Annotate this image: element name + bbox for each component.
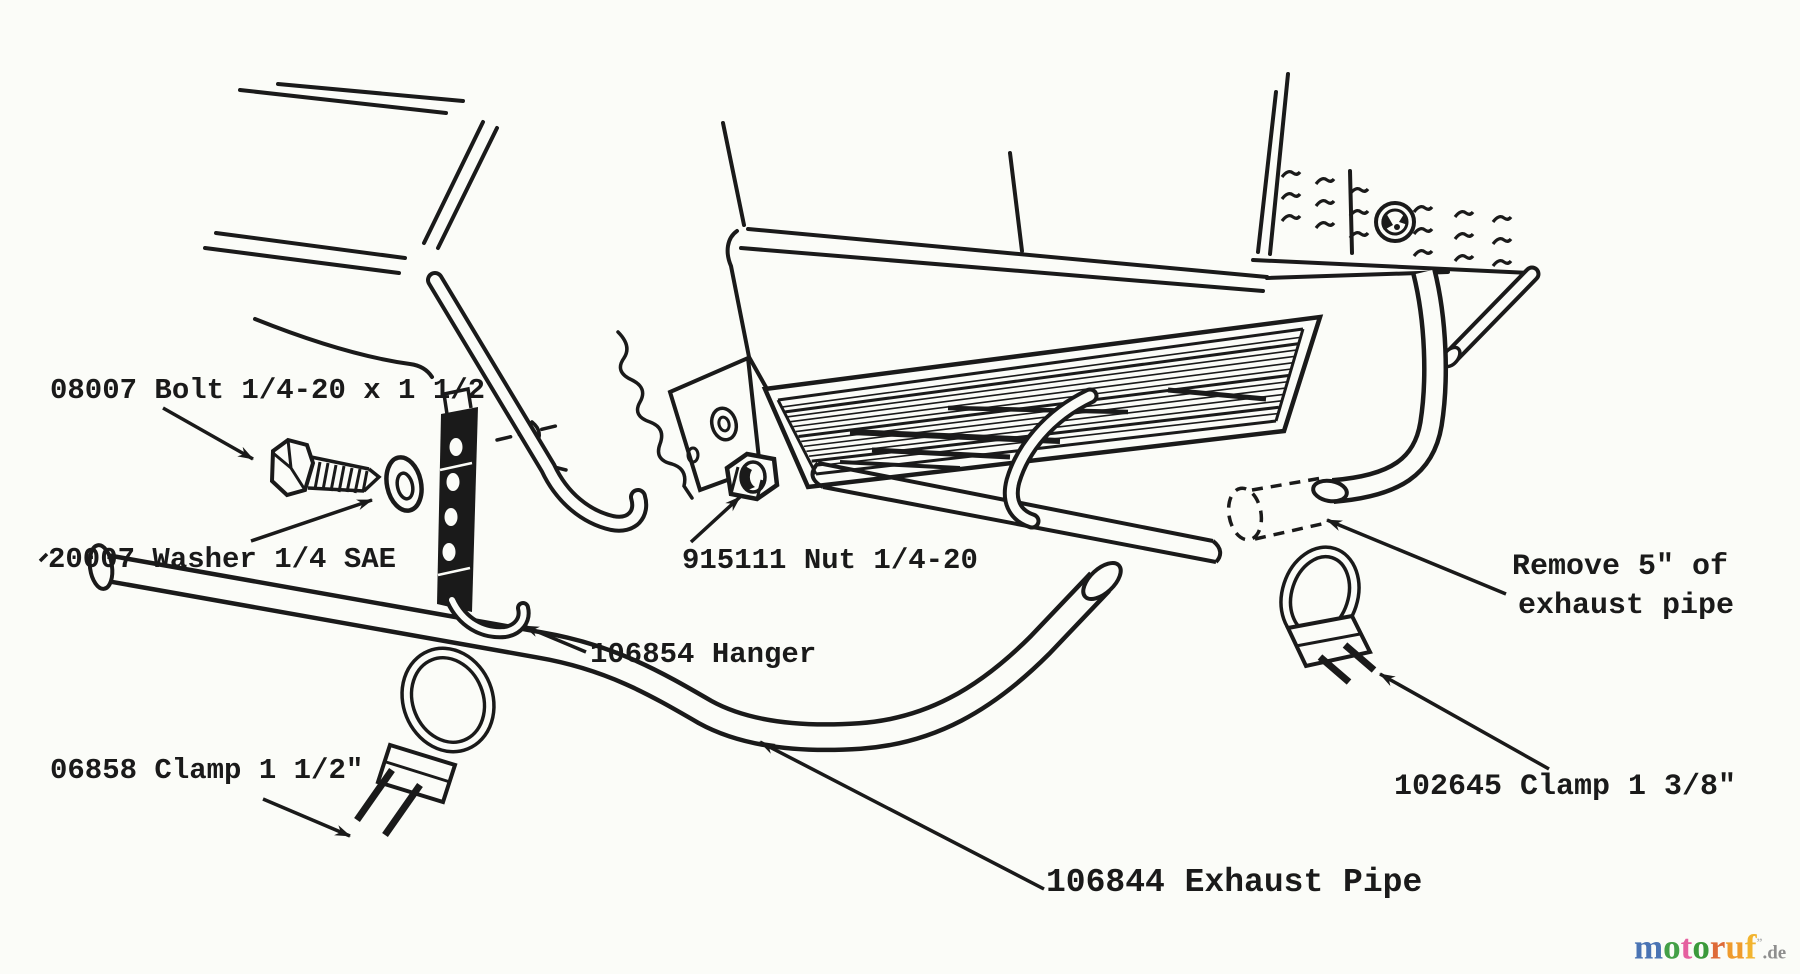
leader-hanger: [523, 624, 587, 654]
label-clamp-left: 06858 Clamp 1 1/2": [50, 754, 364, 787]
label-washer: 20007 Washer 1/4 SAE: [48, 543, 397, 576]
leader-bolt: [162, 406, 254, 461]
leader-clamp-left: [262, 797, 351, 838]
clamp-drawing-right: [1279, 545, 1377, 685]
brand-letter: o: [1692, 927, 1710, 967]
heat-shield-drawing: [667, 314, 1324, 564]
exhaust-pipe-drawing: [87, 543, 1123, 753]
brand-letter: t: [1680, 927, 1693, 967]
brand-wordmark: motoruf: [1634, 928, 1756, 967]
label-remove-note-line1: Remove 5" of: [1512, 550, 1729, 584]
nut-drawing: [724, 451, 780, 502]
logo-tick-mark: ”: [1756, 935, 1763, 949]
down-pipe-drawing: [1311, 268, 1449, 504]
label-bolt: 08007 Bolt 1/4-20 x 1 1/2: [50, 374, 486, 407]
fuel-cap-drawing: [1374, 201, 1416, 243]
label-clamp-right: 102645 Clamp 1 3/8": [1394, 770, 1737, 804]
label-exhaust-pipe: 106844 Exhaust Pipe: [1046, 864, 1423, 901]
frame-tube-drawing: [426, 271, 649, 533]
stray-mark: [38, 552, 49, 563]
logo-suffix: .de: [1762, 942, 1787, 964]
clamp-drawing-left: [354, 646, 496, 838]
washer-drawing: [384, 455, 424, 513]
motoruf-logo[interactable]: motoruf”.de: [1634, 922, 1786, 974]
leader-arrows: [38, 406, 1550, 891]
leader-remove-note: [1326, 518, 1507, 596]
removed-section-drawing: [1226, 476, 1327, 542]
brand-letter: r: [1709, 927, 1726, 967]
leader-exhaust-pipe: [759, 740, 1045, 891]
brand-letter: f: [1744, 927, 1757, 967]
tractor-frame-drawing: [203, 72, 1532, 500]
label-nut: 915111 Nut 1/4-20: [682, 544, 978, 577]
leader-nut: [689, 495, 742, 544]
upper-exhaust-stub-drawing: [1440, 265, 1541, 369]
brand-letter: u: [1725, 927, 1745, 967]
label-remove-note-line2: exhaust pipe: [1518, 589, 1735, 623]
bolt-drawing: [269, 437, 382, 498]
brand-letter: o: [1663, 927, 1681, 967]
brand-letter: m: [1634, 927, 1664, 967]
leader-clamp-right: [1379, 672, 1550, 771]
label-hanger: 106854 Hanger: [590, 638, 817, 671]
hanger-drawing: [437, 386, 531, 640]
leader-washer: [250, 498, 373, 543]
louver-dashes: [1280, 170, 1513, 267]
